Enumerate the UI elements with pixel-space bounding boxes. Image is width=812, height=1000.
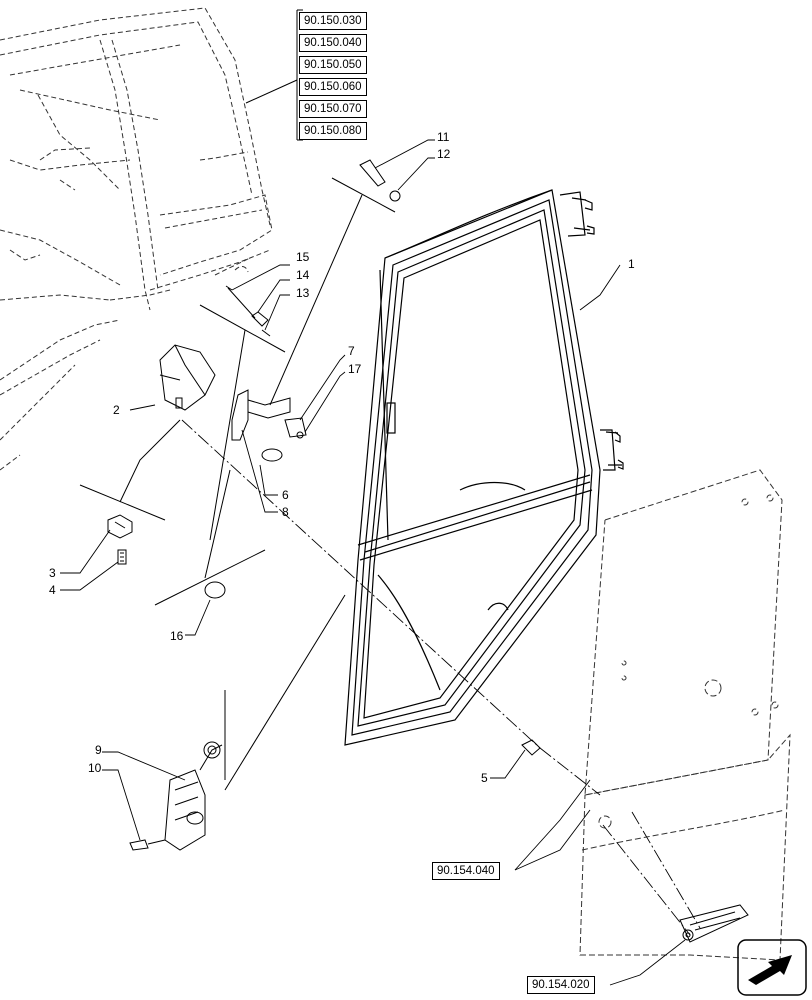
callout-2: 2 <box>113 403 120 417</box>
ref-link-6[interactable]: 90.150.080 <box>299 122 367 140</box>
item-4-screw <box>117 549 127 565</box>
ref-link-lower[interactable]: 90.154.020 <box>527 976 595 994</box>
callout-14: 14 <box>296 268 310 282</box>
item-3-nut <box>107 514 133 539</box>
callout-10: 10 <box>88 761 102 775</box>
ref-link-3[interactable]: 90.150.050 <box>299 56 367 74</box>
callout-11: 11 <box>437 130 450 144</box>
callout-5: 5 <box>481 771 488 785</box>
next-page-arrow-icon[interactable] <box>737 939 807 996</box>
ref-link-2[interactable]: 90.150.040 <box>299 34 367 52</box>
callout-6: 6 <box>282 488 289 502</box>
callout-16: 16 <box>170 629 184 643</box>
callout-7: 7 <box>348 344 355 358</box>
callout-9: 9 <box>95 743 102 757</box>
callout-13: 13 <box>296 286 310 300</box>
callout-15: 15 <box>296 250 310 264</box>
ref-link-glass[interactable]: 90.154.040 <box>432 862 500 880</box>
callout-8: 8 <box>282 505 289 519</box>
ref-link-1[interactable]: 90.150.030 <box>299 12 367 30</box>
callout-1: 1 <box>628 257 635 271</box>
latch-assembly <box>129 741 223 851</box>
item-8-bracket <box>231 389 291 441</box>
door-frame <box>344 189 624 746</box>
lower-handle <box>679 904 749 943</box>
callout-3: 3 <box>49 566 56 580</box>
callout-12: 12 <box>437 147 451 161</box>
side-glass-panel <box>579 469 791 961</box>
ref-link-4[interactable]: 90.150.060 <box>299 78 367 96</box>
item-2-cover <box>159 344 216 411</box>
cab-frame <box>0 7 273 471</box>
ref-link-5[interactable]: 90.150.070 <box>299 100 367 118</box>
callout-17: 17 <box>348 362 362 376</box>
callout-4: 4 <box>49 583 56 597</box>
